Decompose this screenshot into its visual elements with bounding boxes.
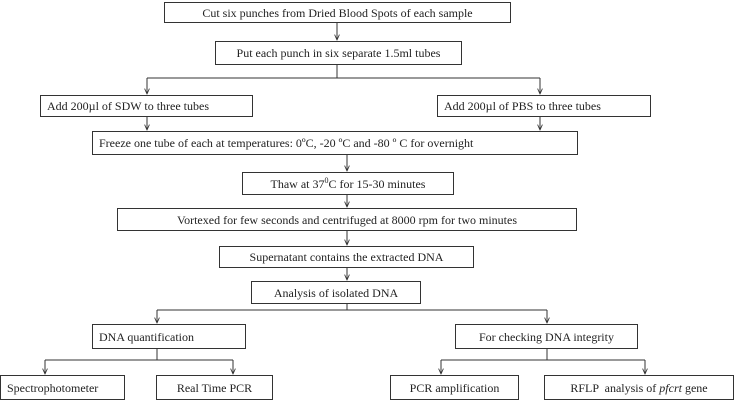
- step-supernatant: Supernatant contains the extracted DNA: [219, 246, 474, 268]
- step-add-sdw: Add 200µl of SDW to three tubes: [40, 95, 253, 117]
- step-cut-punches: Cut six punches from Dried Blood Spots o…: [164, 2, 511, 23]
- step-vortex: Vortexed for few seconds and centrifuged…: [117, 208, 577, 231]
- step-analysis-label: Analysis of isolated DNA: [273, 285, 399, 300]
- step-freeze: Freeze one tube of each at temperatures:…: [92, 131, 578, 155]
- step-real-time-pcr: Real Time PCR: [156, 375, 273, 400]
- step-add-pbs-label: Add 200µl of PBS to three tubes: [444, 99, 601, 113]
- step-spectrophotometer-label: Spectrophotometer: [7, 380, 99, 395]
- step-rflp-analysis: RFLP analysis of pfcrt gene: [544, 375, 734, 400]
- step-add-sdw-label: Add 200µl of SDW to three tubes: [47, 99, 210, 113]
- step-add-pbs: Add 200µl of PBS to three tubes: [437, 95, 651, 117]
- step-dna-integrity: For checking DNA integrity: [455, 324, 638, 349]
- step-pcr-amplification-label: PCR amplification: [409, 380, 500, 395]
- step-thaw-label: Thaw at 370C for 15-30 minutes: [270, 175, 426, 191]
- step-analysis: Analysis of isolated DNA: [251, 281, 421, 304]
- step-freeze-label: Freeze one tube of each at temperatures:…: [99, 136, 474, 150]
- step-dna-quantification-label: DNA quantification: [99, 329, 194, 344]
- step-rflp-analysis-label: RFLP analysis of pfcrt gene: [570, 380, 708, 395]
- step-spectrophotometer: Spectrophotometer: [0, 375, 125, 400]
- step-cut-punches-label: Cut six punches from Dried Blood Spots o…: [202, 5, 473, 20]
- step-dna-integrity-label: For checking DNA integrity: [479, 329, 614, 344]
- step-put-punches-label: Put each punch in six separate 1.5ml tub…: [236, 46, 441, 60]
- step-dna-quantification: DNA quantification: [92, 324, 246, 349]
- step-thaw: Thaw at 370C for 15-30 minutes: [242, 172, 454, 195]
- step-supernatant-label: Supernatant contains the extracted DNA: [249, 250, 444, 264]
- step-vortex-label: Vortexed for few seconds and centrifuged…: [176, 212, 518, 227]
- step-pcr-amplification: PCR amplification: [390, 375, 519, 400]
- step-put-punches: Put each punch in six separate 1.5ml tub…: [215, 41, 462, 65]
- step-real-time-pcr-label: Real Time PCR: [176, 380, 253, 395]
